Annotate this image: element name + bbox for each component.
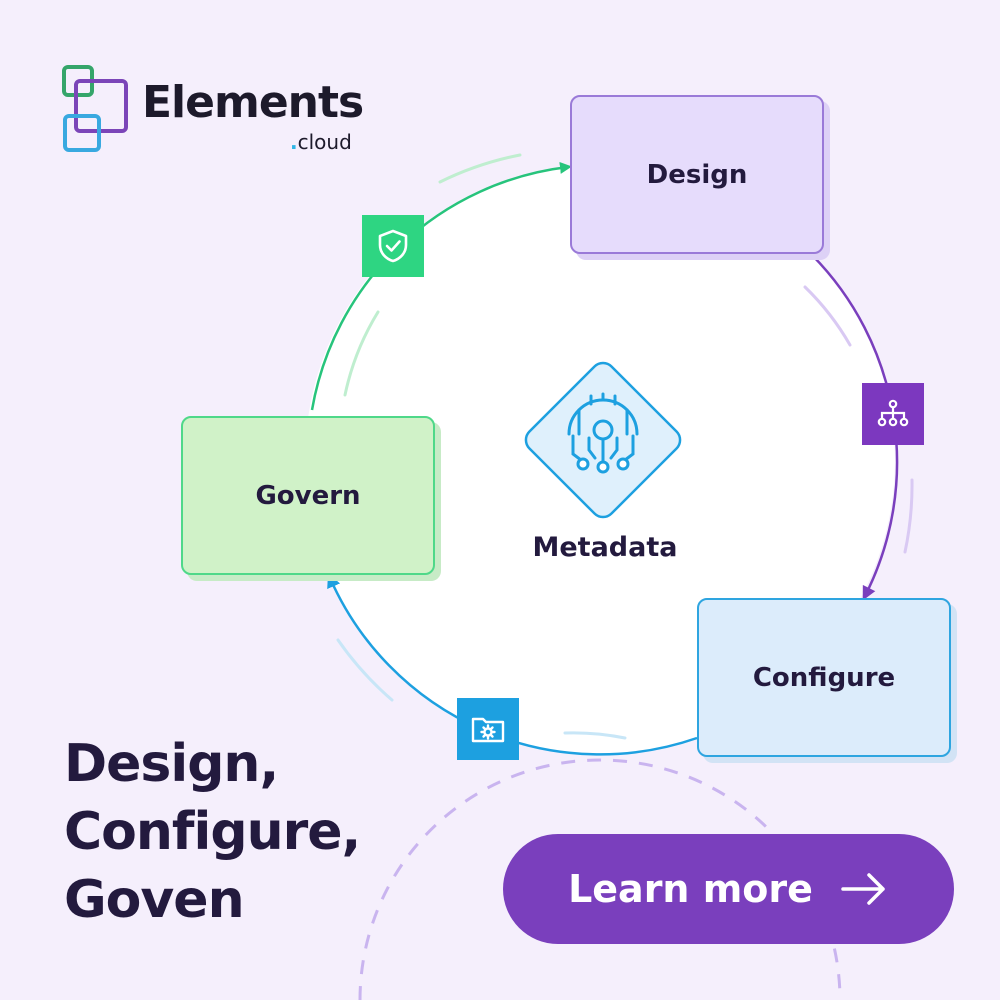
hierarchy-icon	[862, 383, 924, 445]
headline-line-3: Goven	[64, 870, 245, 930]
arrow-right-icon	[841, 873, 885, 905]
metadata-icon	[524, 361, 682, 519]
headline: Design, Configure, Goven	[64, 730, 484, 934]
folder-gear-icon	[457, 698, 519, 760]
headline-line-2: Configure,	[64, 802, 361, 862]
learn-more-button[interactable]: Learn more	[503, 834, 954, 944]
design-step: Design	[570, 95, 824, 254]
learn-more-label: Learn more	[568, 867, 813, 911]
configure-step: Configure	[697, 598, 951, 757]
brand-suffix: .cloud	[290, 130, 352, 154]
brand-logo: Elements .cloud	[62, 64, 364, 164]
govern-step: Govern	[181, 416, 435, 575]
elements-logo-icon	[62, 65, 128, 152]
brand-name: Elements	[142, 77, 364, 128]
shield-check-icon	[362, 215, 424, 277]
headline-line-1: Design,	[64, 734, 279, 794]
metadata-label: Metadata	[532, 532, 678, 563]
